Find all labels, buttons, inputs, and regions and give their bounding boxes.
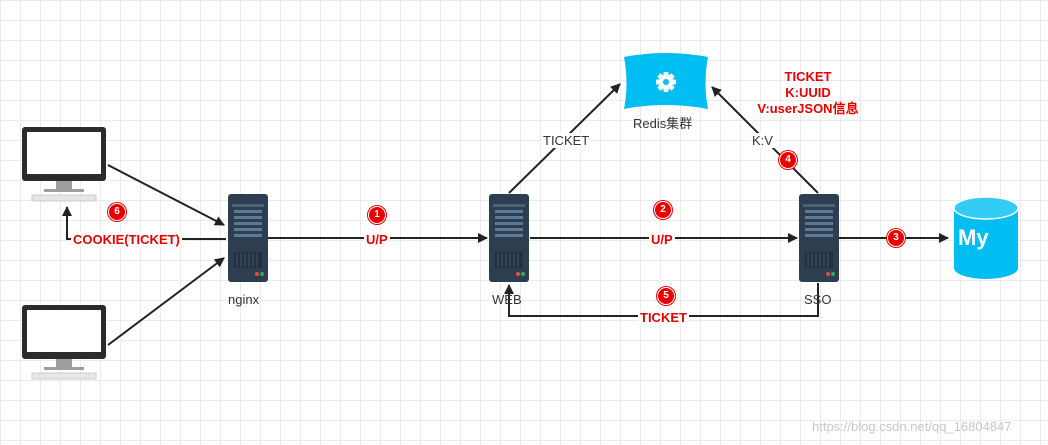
step-badge-2: 2 <box>654 201 672 219</box>
step-badge-5: 5 <box>657 287 675 305</box>
ticket-note: TICKET K:UUID V:userJSON信息 <box>750 69 866 117</box>
nginx-label: nginx <box>228 292 260 307</box>
ticket-note-line-2: K:UUID <box>785 85 831 100</box>
step-badge-6: 6 <box>108 203 126 221</box>
step-badge-4: 4 <box>779 151 797 169</box>
ticket-note-line-1: TICKET <box>784 69 832 84</box>
redis-cluster-icon <box>624 53 708 109</box>
edge-label-nginx-web: U/P <box>364 232 390 247</box>
client-computer-icon-top <box>21 126 107 202</box>
mysql-logo-text: My <box>958 225 989 250</box>
mysql-database-icon <box>953 196 1019 279</box>
gear-icon <box>656 72 676 92</box>
watermark: https://blog.csdn.net/qq_16804847 <box>812 419 1012 434</box>
sso-server-icon <box>798 193 840 283</box>
sso-label: SSO <box>804 292 832 307</box>
web-label: WEB <box>492 292 522 307</box>
client-computer-icon-bottom <box>21 304 107 380</box>
edge-label-web-sso: U/P <box>649 232 675 247</box>
ticket-note-line-3: V:userJSON信息 <box>757 101 859 116</box>
step-badge-3: 3 <box>887 229 905 247</box>
edge-label-web-redis: TICKET <box>541 133 592 148</box>
edge-client2-to-nginx <box>107 257 225 346</box>
web-server-icon <box>488 193 530 283</box>
nginx-server-icon <box>227 193 269 283</box>
step-badge-1: 1 <box>368 206 386 224</box>
edge-label-sso-web: TICKET <box>638 310 689 325</box>
edge-client1-to-nginx <box>107 164 225 226</box>
edge-label-cookie: COOKIE(TICKET) <box>71 232 182 247</box>
redis-label: Redis集群 <box>633 116 693 131</box>
edge-label-sso-redis: K:V <box>750 133 775 148</box>
